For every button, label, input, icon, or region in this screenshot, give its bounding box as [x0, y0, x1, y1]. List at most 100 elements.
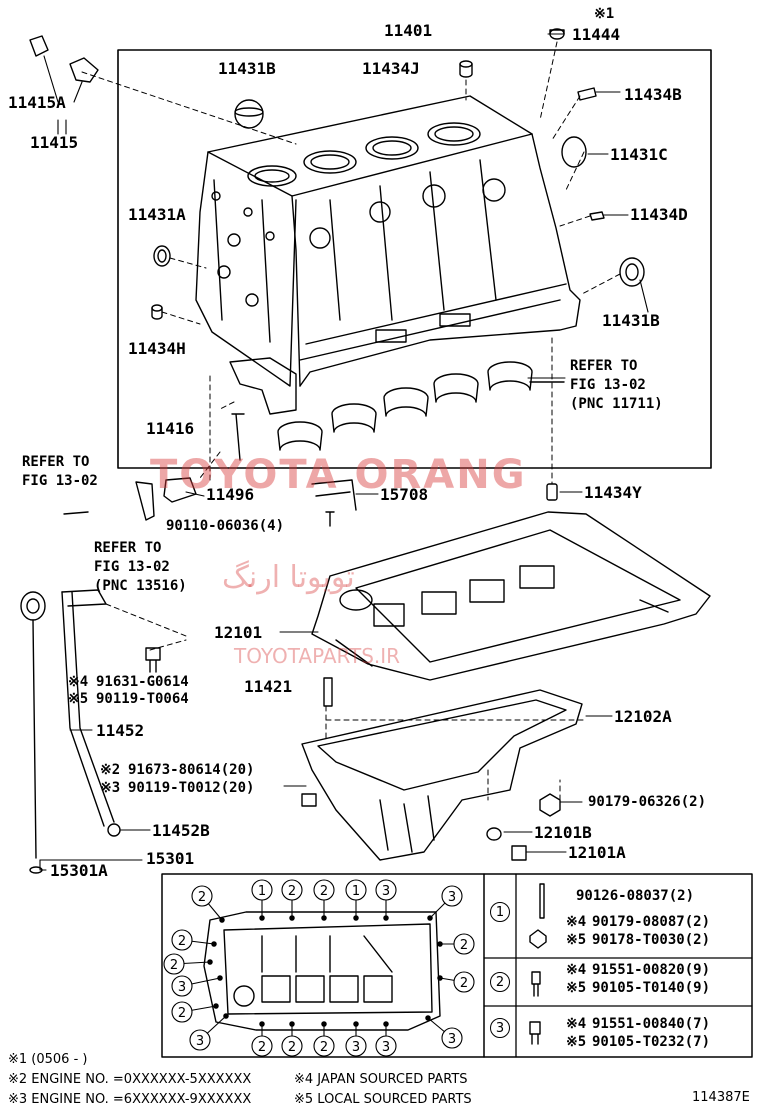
refer-fig-13-02-bearing-line2: FIG 13-02 — [570, 377, 646, 393]
bolt-callout-circle — [281, 879, 303, 901]
bolt-callout-number: 3 — [196, 1034, 204, 1049]
bolt-callout-number: 2 — [320, 884, 328, 899]
watermark-persian: تویوتا ارنگ — [222, 560, 355, 595]
part-label-90110-06036: 90110-06036(4) — [166, 518, 285, 534]
watermark-site: TOYOTAPARTS.IR — [234, 644, 401, 668]
part-label-11434h: 11434H — [128, 339, 186, 358]
refer-fig-13-02-bearing-line3: (PNC 11711) — [570, 396, 663, 412]
bolt-hole — [427, 915, 433, 921]
bolt-table-part-number: 90105-T0232(7) — [592, 1034, 711, 1050]
figure-id: 114387E — [692, 1090, 750, 1105]
part-label-11452: 11452 — [96, 721, 145, 740]
bolt-hole — [425, 1015, 431, 1021]
footnote-4: ※4 JAPAN SOURCED PARTS — [294, 1072, 468, 1087]
part-label-11431c: 11431C — [610, 145, 668, 164]
part-label-11434b: 11434B — [624, 85, 682, 104]
bolt-callout-circle — [251, 879, 273, 901]
bolt-callout-circle — [453, 971, 475, 993]
part-label-12101b: 12101B — [534, 823, 592, 842]
bolt-hole — [223, 1013, 229, 1019]
bolt-table-footnote-mark: ※5 — [566, 932, 587, 948]
bolt-callout-number: 2 — [258, 1040, 266, 1055]
bolt-table-footnote-mark: ※5 — [566, 980, 587, 996]
bolt-table-part-number: 90105-T0140(9) — [592, 980, 711, 996]
part-label-11431b-right: 11431B — [602, 311, 660, 330]
bolt-hole — [219, 917, 225, 923]
part-label-11421: 11421 — [244, 677, 293, 696]
part-label-15708: 15708 — [380, 485, 429, 504]
part-label-11401: 11401 — [384, 21, 433, 40]
bolt-callout-number: 2 — [178, 1006, 186, 1021]
part-label-11431a: 11431A — [128, 205, 186, 224]
main-bearing-cap-drawing — [229, 357, 297, 415]
watermark-brand: TOYOTA ORANG — [150, 452, 527, 498]
bolt-table-group-number: 3 — [490, 1018, 510, 1038]
refer-fig-13-02-left-line2: FIG 13-02 — [22, 473, 98, 489]
footnote-mark-3: ※3 — [100, 780, 121, 796]
bolt-table-footnote-mark: ※5 — [566, 1034, 587, 1050]
bolt-hole — [259, 915, 265, 921]
part-label-11431b-top: 11431B — [218, 59, 276, 78]
bolt-hole — [217, 975, 223, 981]
bolt-callout-circle — [453, 933, 475, 955]
cylinder-block-drawing — [195, 95, 581, 387]
oil-strainer-drawing — [311, 479, 357, 511]
bolt-callout-circle — [441, 1027, 463, 1049]
part-label-12102a: 12102A — [614, 707, 672, 726]
bolt-callout-number: 2 — [288, 1040, 296, 1055]
bolt-hole — [259, 1021, 265, 1027]
bolt-callout-number: 3 — [448, 1032, 456, 1047]
bolt-hole — [321, 915, 327, 921]
gasket-drawing — [163, 477, 197, 503]
bolt-table-group-number: 2 — [490, 972, 510, 992]
bolt-table-footnote-mark: ※4 — [566, 962, 587, 978]
bolt-callout-number: 3 — [382, 1040, 390, 1055]
bolt-callout-circle — [281, 1035, 303, 1057]
bolt-callout-number: 3 — [352, 1040, 360, 1055]
bolt-callout-circle — [313, 879, 335, 901]
footnote-mark-1: ※1 — [594, 6, 615, 22]
bolt-hole — [437, 941, 443, 947]
footnote-mark-4-a: ※4 — [68, 674, 89, 690]
bolt-hole — [353, 1021, 359, 1027]
bolt-callout-circle — [345, 879, 367, 901]
bolt-callout-circle — [191, 885, 213, 907]
part-label-11415: 11415 — [30, 133, 79, 152]
bolt-table-part-number: 90126-08037(2) — [576, 888, 695, 904]
part-label-11415a: 11415A — [8, 93, 66, 112]
refer-fig-13-02-left-line1: REFER TO — [22, 454, 90, 470]
bolt-callout-circle — [441, 885, 463, 907]
bolt-hole — [383, 1021, 389, 1027]
bolt-hole — [289, 1021, 295, 1027]
bolt-table-part-number: 90179-08087(2) — [592, 914, 711, 930]
bolt-table-part-number: 91551-00840(7) — [592, 1016, 711, 1032]
bolt-callout-circle — [163, 953, 185, 975]
part-label-12101a: 12101A — [568, 843, 626, 862]
bolt-hole — [207, 959, 213, 965]
refer-fig-13-02-pnc13516-line1: REFER TO — [94, 540, 162, 556]
part-label-11434d: 11434D — [630, 205, 688, 224]
part-label-11434j: 11434J — [362, 59, 420, 78]
part-label-11452b: 11452B — [152, 821, 210, 840]
bolt-hole — [353, 915, 359, 921]
bolt-callout-number: 2 — [460, 976, 468, 991]
bolt-table-footnote-mark: ※4 — [566, 914, 587, 930]
oil-pan-lower-drawing — [301, 689, 583, 861]
bolt-hole — [383, 915, 389, 921]
footnote-1: ※1 (0506 - ) — [8, 1052, 88, 1067]
footnote-mark-5-a: ※5 — [68, 691, 89, 707]
footnote-mark-2: ※2 — [100, 762, 121, 778]
bolt-callout-circle — [171, 975, 193, 997]
bolt-callout-circle — [251, 1035, 273, 1057]
bolt-hole — [437, 975, 443, 981]
footnote-5: ※5 LOCAL SOURCED PARTS — [294, 1092, 472, 1107]
part-label-90119-t0064: 90119-T0064 — [96, 691, 189, 707]
bolt-callout-number: 2 — [178, 934, 186, 949]
refer-fig-13-02-bearing-line1: REFER TO — [570, 358, 638, 374]
refer-fig-13-02-pnc13516-line3: (PNC 13516) — [94, 578, 187, 594]
part-label-15301: 15301 — [146, 849, 195, 868]
footnote-3: ※3 ENGINE NO. =6XXXXXX-9XXXXXX — [8, 1092, 252, 1107]
bolt-callout-number: 2 — [320, 1040, 328, 1055]
